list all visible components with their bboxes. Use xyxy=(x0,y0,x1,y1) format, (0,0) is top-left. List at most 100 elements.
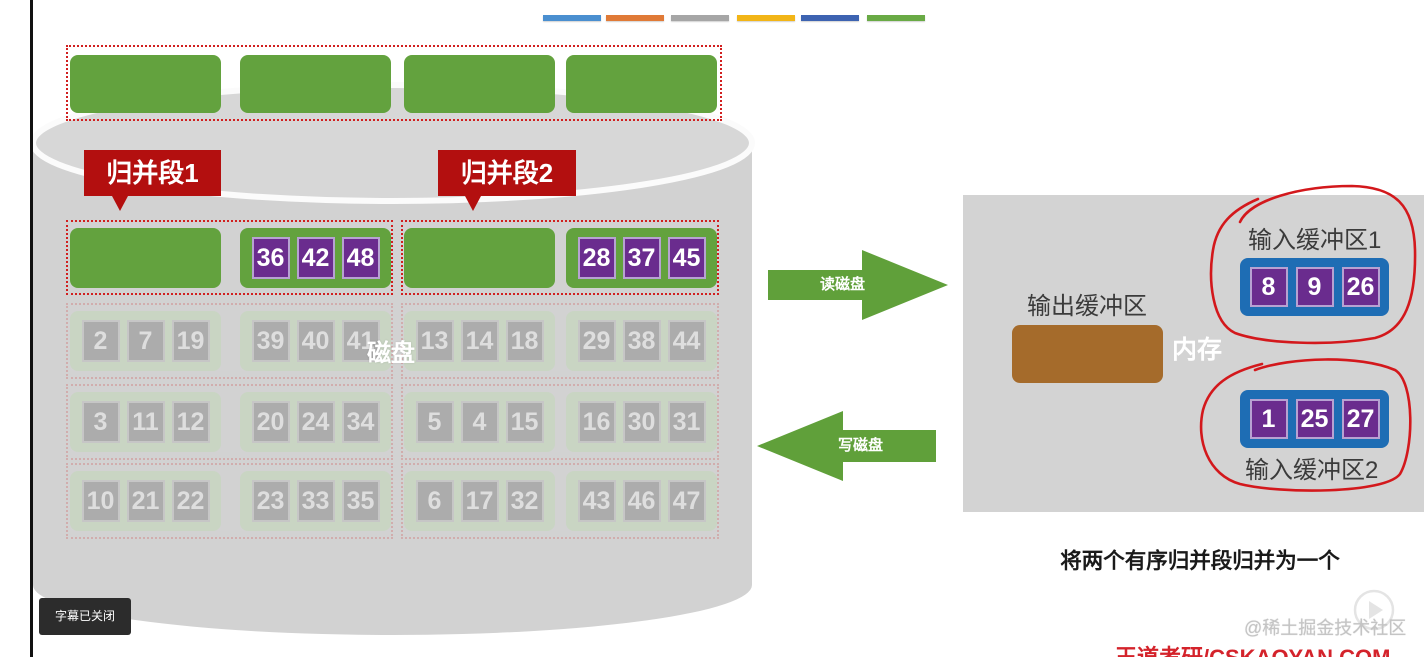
merge-segment-1-block-2: 36 42 48 xyxy=(240,228,391,288)
input-buffer-2-label: 输入缓冲区2 xyxy=(1245,457,1379,484)
disk-block: 23 33 35 xyxy=(240,471,391,531)
record-key: 39 xyxy=(251,320,290,362)
merge-segment-1-block-1 xyxy=(70,228,221,288)
record-key: 32 xyxy=(505,480,544,522)
record-key: 3 xyxy=(81,401,120,443)
disk-block: 6 17 32 xyxy=(404,471,555,531)
record-key: 9 xyxy=(1295,267,1334,307)
merge-segment-2-block-1 xyxy=(404,228,555,288)
disk-block: 2 7 19 xyxy=(70,311,221,371)
merge-segment-1-label-text: 归并段1 xyxy=(106,158,199,188)
record-key: 31 xyxy=(667,401,706,443)
decor-bar xyxy=(737,15,795,21)
memory-label: 内存 xyxy=(1172,336,1223,364)
record-key: 33 xyxy=(296,480,335,522)
record-key: 24 xyxy=(296,401,335,443)
subtitle-toggle-button[interactable]: 字幕已关闭 xyxy=(39,598,131,635)
record-key: 38 xyxy=(622,320,661,362)
record-key: 36 xyxy=(251,237,290,279)
record-key: 14 xyxy=(460,320,499,362)
disk-block-group xyxy=(401,303,719,379)
record-key: 28 xyxy=(577,237,616,279)
record-key: 45 xyxy=(667,237,706,279)
slide-caption: 将两个有序归并段归并为一个 xyxy=(1060,549,1340,573)
record-key: 2 xyxy=(81,320,120,362)
record-key: 26 xyxy=(1341,267,1380,307)
record-key: 17 xyxy=(460,480,499,522)
play-icon xyxy=(1353,589,1395,631)
record-key: 43 xyxy=(577,480,616,522)
merge-segment-2-label: 归并段2 xyxy=(438,150,576,211)
record-key: 6 xyxy=(415,480,454,522)
decor-bar xyxy=(801,15,859,21)
record-key: 48 xyxy=(341,237,380,279)
input-buffer-1-label: 输入缓冲区1 xyxy=(1248,227,1382,254)
record-key: 12 xyxy=(171,401,210,443)
merge-segment-1-block-group xyxy=(66,220,393,295)
record-key: 10 xyxy=(81,480,120,522)
record-key: 13 xyxy=(415,320,454,362)
record-key: 41 xyxy=(341,320,380,362)
decor-bar xyxy=(606,15,664,21)
source-watermark: 王道考研/CSKAOYAN.COM xyxy=(1115,645,1405,657)
record-key: 4 xyxy=(460,401,499,443)
record-key: 37 xyxy=(622,237,661,279)
record-key: 34 xyxy=(341,401,380,443)
record-key: 25 xyxy=(1295,399,1334,439)
disk-block: 3 11 12 xyxy=(70,392,221,452)
input-buffer-2: 1 25 27 xyxy=(1240,390,1389,448)
record-key: 19 xyxy=(171,320,210,362)
record-key: 44 xyxy=(667,320,706,362)
disk-block: 13 14 18 xyxy=(404,311,555,371)
merge-segment-1-label: 归并段1 xyxy=(84,150,221,211)
disk-block: 20 24 34 xyxy=(240,392,391,452)
record-key: 11 xyxy=(126,401,165,443)
record-key: 23 xyxy=(251,480,290,522)
disk-block xyxy=(70,55,221,113)
merge-segment-2-block-group xyxy=(401,220,719,295)
disk-block xyxy=(240,55,391,113)
input-buffer-1: 8 9 26 xyxy=(1240,258,1389,316)
disk-block: 43 46 47 xyxy=(566,471,717,531)
record-key: 15 xyxy=(505,401,544,443)
disk-block: 29 38 44 xyxy=(566,311,717,371)
record-key: 7 xyxy=(126,320,165,362)
write-disk-label: 写磁盘 xyxy=(838,437,884,454)
decor-bar xyxy=(671,15,729,21)
record-key: 47 xyxy=(667,480,706,522)
record-key: 29 xyxy=(577,320,616,362)
disk-block: 16 30 31 xyxy=(566,392,717,452)
play-icon-triangle xyxy=(1369,601,1383,619)
record-key: 40 xyxy=(296,320,335,362)
record-key: 35 xyxy=(341,480,380,522)
decor-bar xyxy=(867,15,925,21)
disk-block xyxy=(566,55,717,113)
disk-block-group xyxy=(401,384,719,460)
platform-watermark: @稀土掘金技术社区 xyxy=(1244,618,1407,638)
disk-block: 10 21 22 xyxy=(70,471,221,531)
merge-segment-2-pointer xyxy=(465,196,481,211)
disk-label: 磁盘 xyxy=(367,340,415,367)
disk-block-group xyxy=(66,463,393,539)
output-buffer xyxy=(1012,325,1163,383)
disk-block: 5 4 15 xyxy=(404,392,555,452)
memory-panel: 输出缓冲区 内存 输入缓冲区1 8 9 26 1 25 27 输入缓冲区2 xyxy=(963,195,1424,512)
read-disk-label: 读磁盘 xyxy=(820,276,866,293)
record-key: 8 xyxy=(1249,267,1288,307)
record-key: 20 xyxy=(251,401,290,443)
record-key: 27 xyxy=(1341,399,1380,439)
record-key: 30 xyxy=(622,401,661,443)
merge-segment-2-label-text: 归并段2 xyxy=(460,158,554,188)
record-key: 46 xyxy=(622,480,661,522)
merge-segment-1-pointer xyxy=(112,196,128,211)
record-key: 21 xyxy=(126,480,165,522)
disk-top-block-group xyxy=(66,45,722,121)
merge-segment-2-block-2: 28 37 45 xyxy=(566,228,717,288)
play-icon-ring xyxy=(1353,589,1395,631)
record-key: 18 xyxy=(505,320,544,362)
output-buffer-label: 输出缓冲区 xyxy=(1027,293,1147,320)
disk-block: 39 40 41 xyxy=(240,311,391,371)
disk-block xyxy=(404,55,555,113)
decor-bar xyxy=(543,15,601,21)
